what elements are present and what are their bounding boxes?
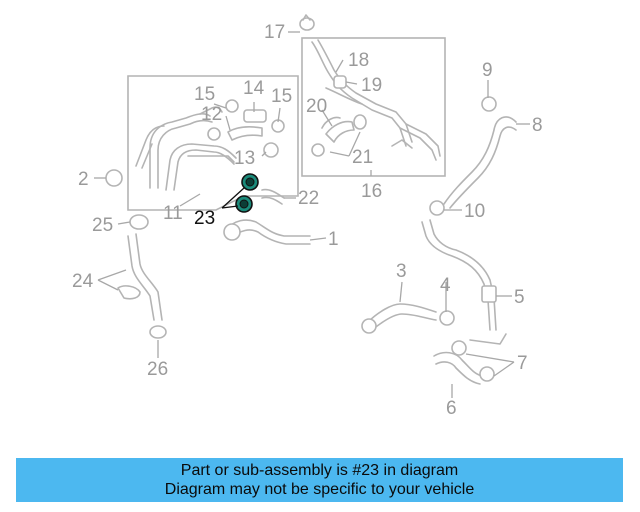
callout-16[interactable]: 16 bbox=[361, 181, 382, 202]
callout-5[interactable]: 5 bbox=[514, 287, 525, 308]
info-banner: Part or sub-assembly is #23 in diagram D… bbox=[16, 458, 623, 502]
callout-6[interactable]: 6 bbox=[446, 398, 457, 419]
part-17-clamp bbox=[299, 14, 315, 31]
part-2-clamp bbox=[105, 169, 123, 187]
part-8-hose bbox=[443, 116, 517, 209]
part-10-clamp bbox=[429, 200, 445, 216]
callout-18[interactable]: 18 bbox=[348, 50, 369, 71]
callout-3[interactable]: 3 bbox=[396, 261, 407, 282]
leader-lines bbox=[94, 31, 530, 398]
callout-22[interactable]: 22 bbox=[298, 188, 319, 209]
part-9-clamp bbox=[481, 96, 497, 112]
part-11-hose-assembly bbox=[135, 106, 237, 191]
part-18-hose bbox=[311, 39, 441, 161]
part-24-hose bbox=[117, 233, 163, 321]
part-14-pipe bbox=[243, 109, 267, 123]
callout-4[interactable]: 4 bbox=[440, 275, 451, 296]
callout-13[interactable]: 13 bbox=[234, 148, 255, 169]
part-19-clamp bbox=[333, 75, 347, 89]
callout-26[interactable]: 26 bbox=[147, 359, 168, 380]
callout-17[interactable]: 17 bbox=[264, 22, 285, 43]
callout-11[interactable]: 11 bbox=[163, 203, 183, 224]
part-26-clamp bbox=[149, 325, 167, 339]
part-15-clamps bbox=[207, 99, 285, 141]
callout-7[interactable]: 7 bbox=[517, 353, 528, 374]
callout-12[interactable]: 12 bbox=[201, 104, 222, 125]
callout-19[interactable]: 19 bbox=[361, 75, 382, 96]
callout-24[interactable]: 24 bbox=[72, 271, 94, 292]
callout-20[interactable]: 20 bbox=[306, 96, 327, 117]
callout-1[interactable]: 1 bbox=[328, 229, 339, 250]
banner-line-part-reference: Part or sub-assembly is #23 in diagram bbox=[180, 462, 459, 479]
part-3-hose bbox=[361, 303, 437, 334]
callout-10[interactable]: 10 bbox=[464, 201, 485, 222]
callout-23-highlighted[interactable]: 23 bbox=[194, 208, 215, 229]
part-21-clamps bbox=[311, 114, 367, 157]
part-7-clamps bbox=[451, 340, 495, 382]
callout-9[interactable]: 9 bbox=[482, 60, 493, 81]
callout-8[interactable]: 8 bbox=[532, 115, 543, 136]
part-25-cap bbox=[129, 214, 149, 230]
part-22-hose bbox=[261, 188, 285, 205]
part-13-clamp bbox=[263, 142, 279, 158]
part-23-clamps-highlighted bbox=[235, 173, 259, 213]
parts-diagram: 17 18 19 20 21 16 15 14 15 12 13 2 11 23… bbox=[72, 14, 543, 419]
banner-line-disclaimer: Diagram may not be specific to your vehi… bbox=[164, 481, 475, 498]
callout-14[interactable]: 14 bbox=[243, 78, 265, 99]
callout-15-right[interactable]: 15 bbox=[271, 86, 292, 107]
frame-group-16 bbox=[301, 37, 446, 177]
part-1-hose bbox=[223, 219, 311, 245]
part-12-hose bbox=[227, 126, 263, 141]
callout-25[interactable]: 25 bbox=[92, 215, 113, 236]
callout-15-left[interactable]: 15 bbox=[194, 84, 215, 105]
part-6-hose bbox=[433, 351, 483, 385]
callout-21[interactable]: 21 bbox=[352, 147, 373, 168]
part-5-pipe bbox=[421, 219, 507, 345]
part-4-clamp bbox=[439, 310, 455, 326]
part-20-hose bbox=[321, 116, 355, 143]
callout-2[interactable]: 2 bbox=[78, 169, 89, 190]
